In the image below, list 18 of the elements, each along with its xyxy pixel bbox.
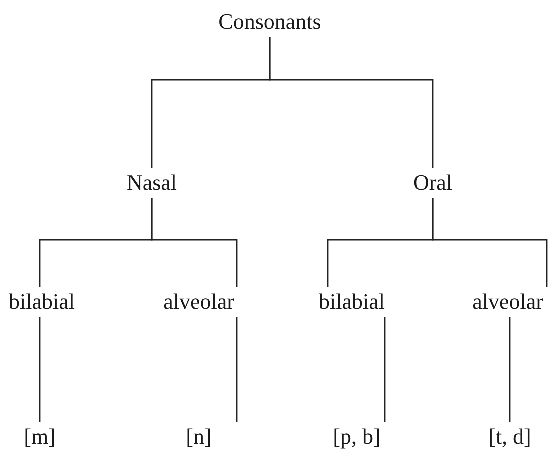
tree-node-label: [t, d] (488, 424, 532, 449)
tree-line (384, 317, 386, 422)
tree-node-label: [m] (24, 424, 56, 449)
tree-line (269, 37, 434, 168)
tree-line (151, 198, 238, 287)
tree-node-label: bilabial (319, 289, 385, 314)
tree-line (432, 198, 548, 287)
tree-line (39, 317, 41, 422)
tree-node-label: bilabial (9, 289, 75, 314)
tree-node-label: [n] (186, 424, 212, 449)
tree-node-label: Consonants (218, 9, 322, 34)
tree-node-label: alveolar (164, 289, 234, 314)
tree-node-label: [p, b] (333, 424, 381, 449)
tree-node-label: alveolar (472, 289, 544, 314)
tree-line (236, 317, 238, 422)
tree-line (509, 317, 511, 422)
tree-node-label: Oral (413, 170, 453, 195)
tree-node-label: Nasal (126, 170, 178, 195)
